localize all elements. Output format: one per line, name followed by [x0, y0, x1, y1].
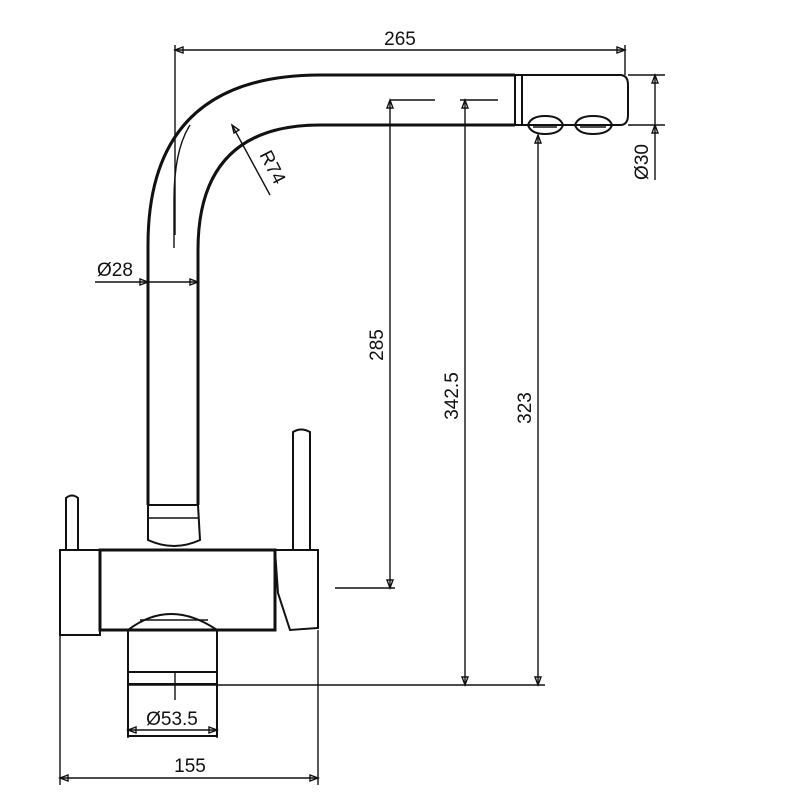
- aerator-right: [573, 114, 614, 136]
- label-342-5: 342.5: [442, 372, 463, 420]
- spout-inner-line: [196, 123, 515, 505]
- label-265: 265: [384, 29, 416, 50]
- label-o53-5: Ø53.5: [146, 709, 198, 730]
- dim-r74-leader: [231, 124, 271, 196]
- left-handle-lever: [65, 494, 79, 550]
- right-handle-housing: [273, 549, 319, 632]
- base-mount: [127, 671, 218, 685]
- label-r74: R74: [255, 147, 290, 188]
- label-o30: Ø30: [632, 144, 653, 180]
- aerator-left: [526, 114, 565, 136]
- base-neck: [127, 613, 218, 673]
- outlet-head: [514, 74, 629, 126]
- faucet-body: [98, 548, 277, 632]
- label-o28: Ø28: [97, 260, 133, 281]
- label-155: 155: [174, 756, 206, 777]
- label-285: 285: [367, 329, 388, 361]
- dimension-lines: [58, 45, 665, 785]
- label-323: 323: [515, 392, 536, 424]
- spout-collar: [147, 504, 202, 547]
- dimension-labels: 265 Ø30 R74 Ø28 285 342.5 323 Ø53.5 155: [97, 29, 653, 777]
- faucet-outline: [59, 73, 629, 737]
- left-handle-housing: [59, 549, 101, 636]
- spout-outer-line: [146, 73, 515, 505]
- right-handle-lever: [292, 428, 311, 550]
